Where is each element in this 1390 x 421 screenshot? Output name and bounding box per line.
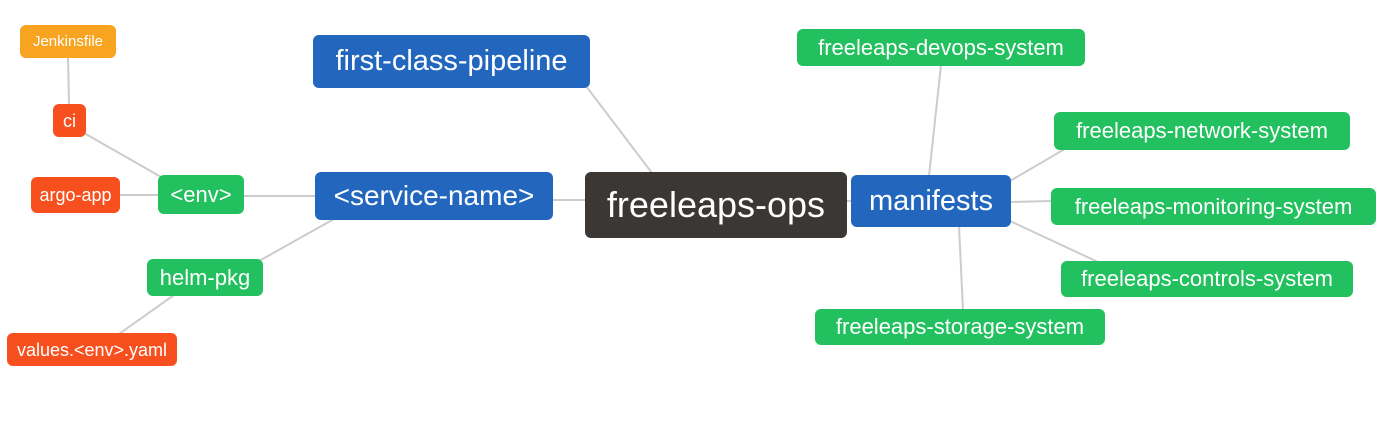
node-devops-system[interactable]: freeleaps-devops-system (797, 29, 1085, 66)
edge-first-class-pipeline-freeleaps-ops (585, 85, 653, 174)
node-controls-system[interactable]: freeleaps-controls-system (1061, 261, 1353, 297)
node-service-name[interactable]: <service-name> (315, 172, 553, 220)
node-env[interactable]: <env> (158, 175, 244, 214)
node-argo-app[interactable]: argo-app (31, 177, 120, 213)
node-helm-pkg[interactable]: helm-pkg (147, 259, 263, 296)
edge-manifests-devops-system (928, 64, 942, 177)
edge-jenkinsfile-ci (67, 57, 70, 105)
edge-ci-env (83, 132, 162, 178)
edge-values-env-yaml-helm-pkg (118, 294, 175, 335)
edge-manifests-controls-system (1009, 220, 1099, 263)
edge-manifests-monitoring-system (1009, 200, 1053, 203)
edge-manifests-storage-system (958, 225, 964, 311)
node-values-env-yaml[interactable]: values.<env>.yaml (7, 333, 177, 366)
node-first-class-pipeline[interactable]: first-class-pipeline (313, 35, 590, 88)
node-freeleaps-ops[interactable]: freeleaps-ops (585, 172, 847, 238)
node-manifests[interactable]: manifests (851, 175, 1011, 227)
node-monitoring-system[interactable]: freeleaps-monitoring-system (1051, 188, 1376, 225)
edge-manifests-network-system (1009, 149, 1064, 182)
edge-helm-pkg-service-name (258, 218, 335, 262)
node-storage-system[interactable]: freeleaps-storage-system (815, 309, 1105, 345)
node-jenkinsfile[interactable]: Jenkinsfile (20, 25, 116, 58)
node-network-system[interactable]: freeleaps-network-system (1054, 112, 1350, 150)
node-ci[interactable]: ci (53, 104, 86, 137)
